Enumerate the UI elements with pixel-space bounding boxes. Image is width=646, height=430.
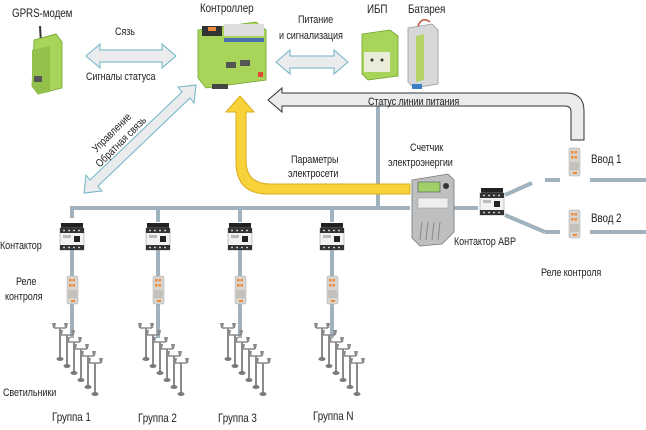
battery-device	[407, 19, 439, 89]
groupN-contactor	[319, 222, 345, 251]
group-1-label: Группа 1	[52, 410, 91, 424]
grid-params-arrow	[224, 95, 411, 195]
input2-label: Ввод 2	[591, 211, 622, 225]
power-label-line1: Питание	[298, 14, 334, 26]
group3-lamps	[220, 323, 271, 396]
group-3-label: Группа 3	[218, 411, 257, 425]
groupN-relay	[326, 275, 339, 305]
group1-contactor	[59, 222, 85, 251]
controller-label: Контроллер	[200, 1, 254, 15]
power-status-arrow	[267, 86, 585, 141]
link-label: Сязь	[115, 26, 135, 38]
power-signal-arrow	[275, 48, 349, 76]
group2-relay	[152, 275, 165, 305]
input1-relay-device	[568, 147, 581, 177]
group1-relay	[66, 275, 79, 305]
relay-label-line1: Реле	[16, 276, 37, 288]
power-status-label: Статус линии питания	[368, 96, 460, 108]
group-2-label: Группа 2	[138, 411, 177, 425]
grid-params-line2: электросети	[288, 168, 339, 180]
gprs-modem-device	[31, 25, 63, 95]
input1-label: Ввод 1	[591, 152, 622, 166]
control-feedback-arrow	[83, 84, 197, 194]
group1-lamps	[52, 323, 103, 396]
monitor-relay-label: Реле контроля	[541, 267, 602, 279]
link-arrow	[85, 42, 177, 70]
group-n-label: Группа N	[313, 409, 354, 423]
status-signals-label: Сигналы статуса	[86, 71, 156, 83]
lamps-label: Светильники	[3, 387, 57, 399]
meter-label-line1: Счетчик	[410, 142, 444, 154]
controller-device	[197, 21, 267, 89]
ups-label: ИБП	[367, 2, 388, 16]
ats-contactor-label: Контактор АВР	[454, 236, 516, 248]
battery-label: Батарея	[408, 2, 446, 16]
grid-params-line1: Параметры	[291, 154, 339, 166]
groupN-lamps	[314, 323, 365, 396]
meter-label-line2: электроэнергии	[388, 157, 453, 169]
ups-device	[361, 29, 399, 81]
relay-label-line2: контроля	[5, 291, 43, 303]
gprs-modem-label: GPRS-модем	[12, 6, 73, 20]
contactor-label: Контактор	[0, 240, 42, 252]
input2-relay-device	[568, 209, 581, 239]
energy-meter-device	[411, 173, 455, 247]
group3-contactor	[227, 222, 253, 251]
group2-contactor	[145, 222, 171, 251]
power-label-line2: и сигнализация	[279, 30, 343, 42]
group3-relay	[234, 275, 247, 305]
group2-lamps	[138, 323, 189, 396]
ats-contactor-device	[479, 187, 505, 216]
